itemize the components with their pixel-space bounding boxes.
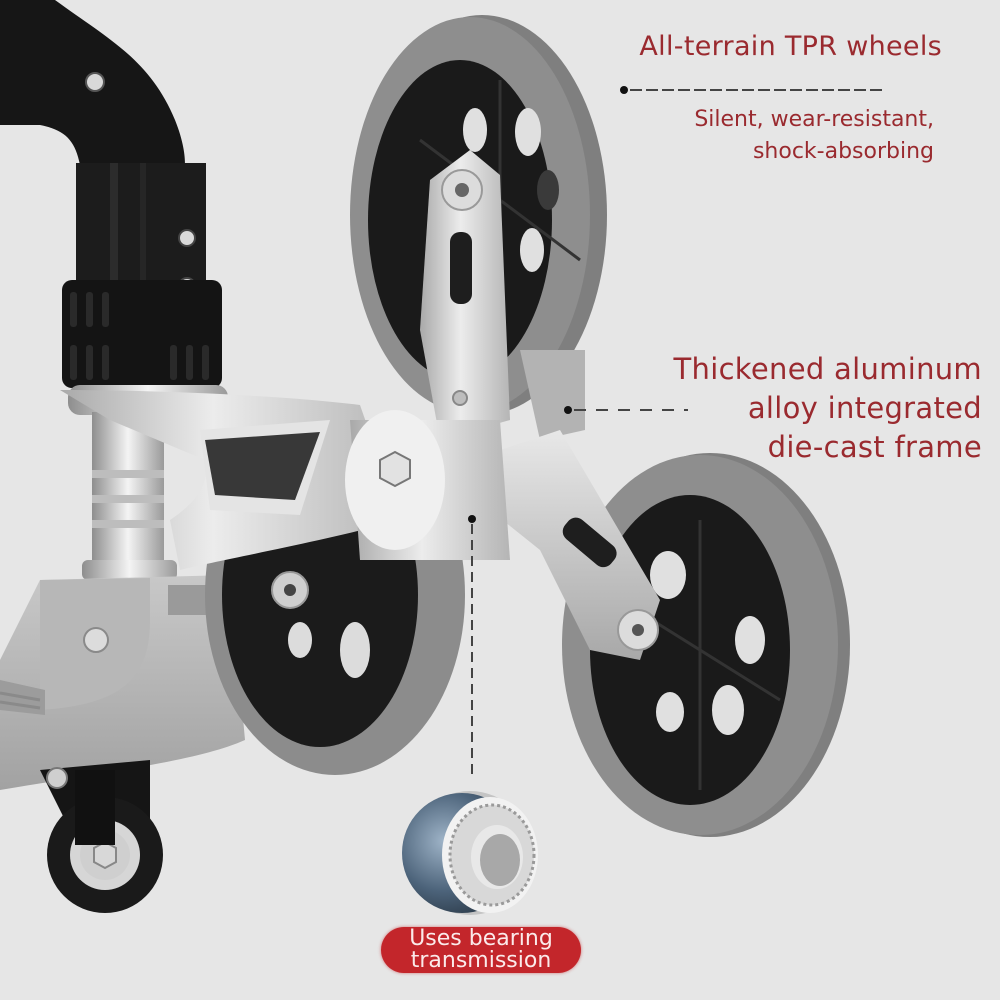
- bolt-icon: [83, 627, 109, 653]
- bolt-icon: [46, 767, 68, 789]
- nut-icon: [93, 840, 117, 870]
- hex-nut-icon: [379, 450, 411, 488]
- callout-lines: [468, 86, 882, 780]
- bearing-badge: Uses bearing transmission: [381, 927, 581, 973]
- handle: [0, 0, 222, 388]
- ball-bearing: [402, 791, 538, 915]
- screw-icon: [178, 229, 196, 247]
- subtitle-line: Silent, wear-resistant,: [694, 107, 934, 132]
- badge-line: transmission: [410, 948, 552, 973]
- subtitle-line: shock-absorbing: [752, 139, 934, 164]
- aluminum-frame: [60, 150, 660, 660]
- frame-line: alloy integrated: [747, 391, 982, 425]
- caster-wheel: [40, 760, 163, 913]
- callout-dot-icon: [468, 515, 476, 523]
- callout-tpr-wheels-title: All-terrain TPR wheels: [639, 31, 942, 62]
- callout-aluminum-frame: Thickened aluminum alloy integrated die-…: [674, 350, 982, 467]
- callout-dot-icon: [620, 86, 628, 94]
- badge-line: Uses bearing: [409, 926, 553, 951]
- base-plate: [0, 575, 245, 790]
- callout-dot-icon: [564, 406, 572, 414]
- frame-line: Thickened aluminum: [673, 352, 982, 386]
- frame-line: die-cast frame: [767, 430, 982, 464]
- callout-tpr-wheels-subtitle: Silent, wear-resistant, shock-absorbing: [694, 104, 934, 168]
- screw-icon: [85, 72, 105, 92]
